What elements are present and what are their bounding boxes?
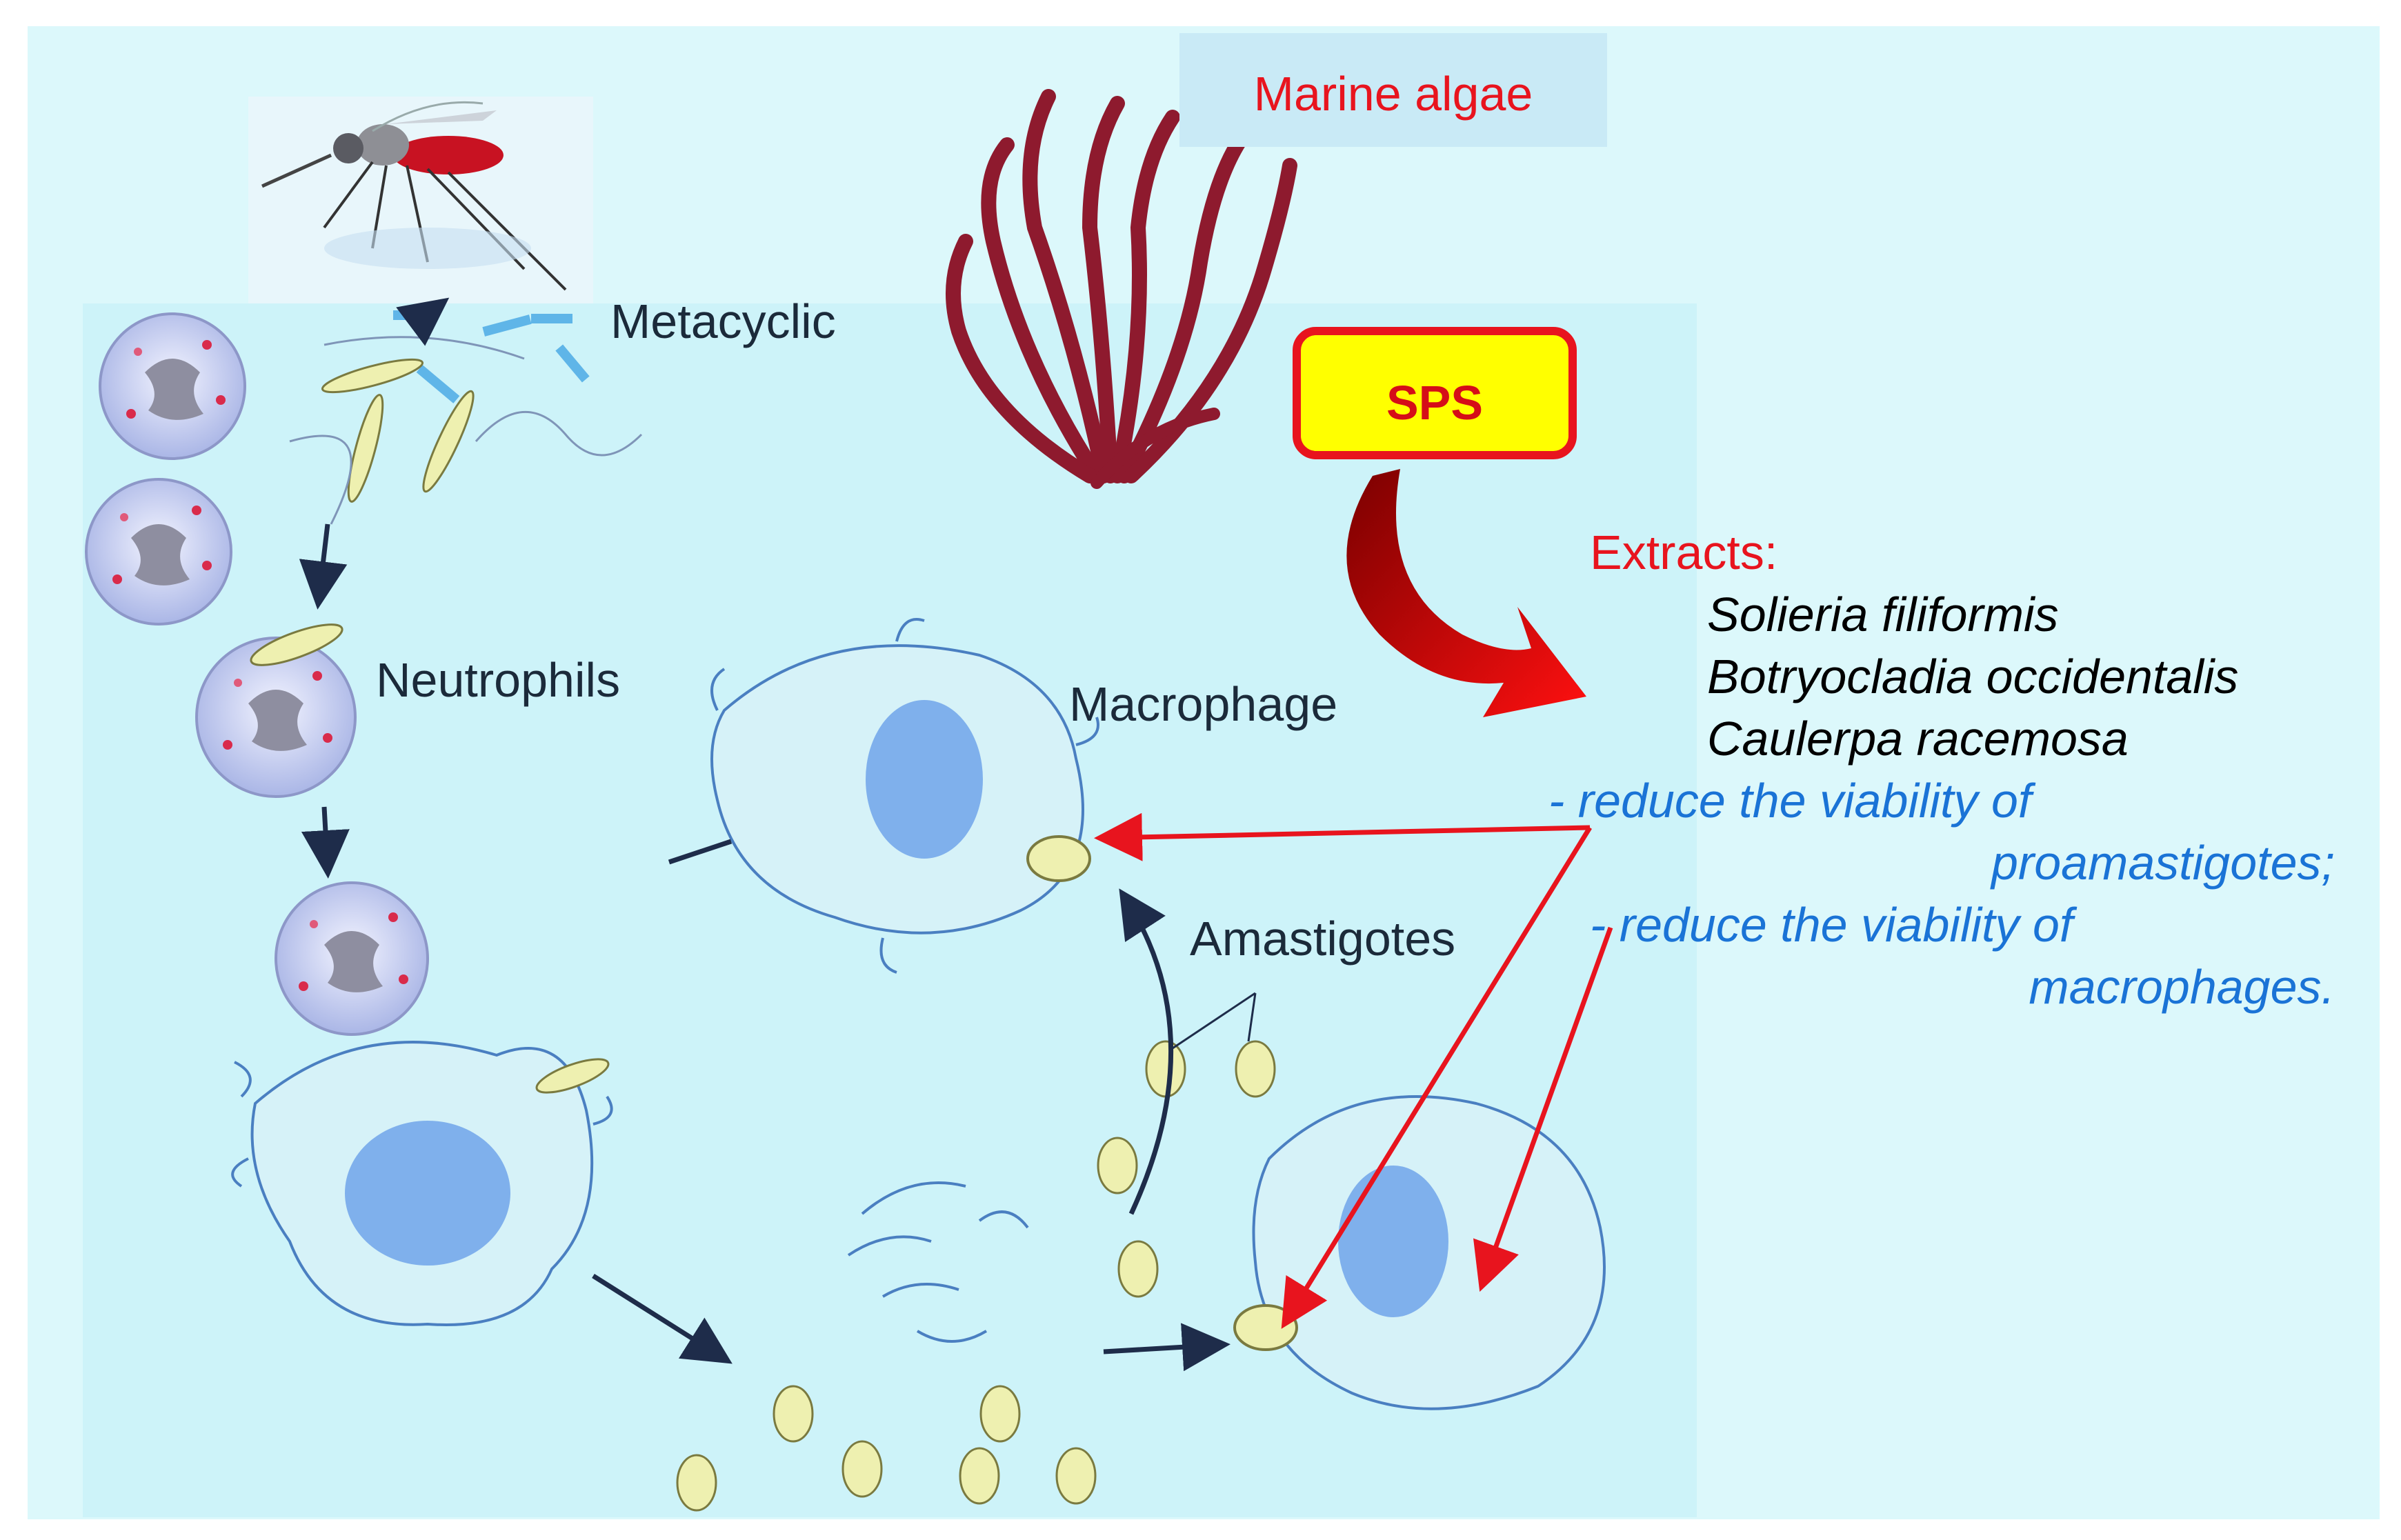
mosquito-illustration bbox=[248, 97, 593, 303]
marine-algae-label: Marine algae bbox=[1254, 67, 1533, 121]
effect-2-line-2: macrophages. bbox=[2029, 960, 2335, 1014]
inhibition-arrows bbox=[1094, 812, 1613, 1329]
neutrophil-3 bbox=[195, 623, 357, 798]
arrow-to-bottom-macrophage bbox=[1473, 926, 1613, 1292]
sps-to-extracts-arrow bbox=[1346, 469, 1586, 717]
metacyclic-label: Metacyclic bbox=[610, 294, 836, 348]
sps-box bbox=[1293, 327, 1577, 459]
seaweed-illustration bbox=[946, 89, 1297, 489]
macrophage-bottom-right bbox=[1233, 1095, 1606, 1410]
arrow-to-top-macrophage bbox=[1094, 812, 1591, 861]
extracts-heading: Extracts: bbox=[1590, 526, 1777, 579]
infected-macrophage bbox=[231, 1041, 613, 1326]
species-botryocladia: Botryocladia occidentalis bbox=[1707, 650, 2238, 703]
cycle-arrows bbox=[299, 297, 1257, 1372]
neutrophil-4 bbox=[275, 881, 429, 1036]
amastigotes-label: Amastigotes bbox=[1190, 912, 1455, 966]
neutrophil-2 bbox=[85, 478, 232, 626]
species-solieria: Solieria filiformis bbox=[1707, 588, 2059, 641]
neutrophil-1 bbox=[99, 312, 246, 460]
effect-1-line-2: proamastigotes; bbox=[1990, 836, 2335, 890]
sps-label: SPS bbox=[1386, 376, 1483, 430]
species-caulerpa: Caulerpa racemosa bbox=[1707, 712, 2129, 766]
arrow-to-bottom-amastigote bbox=[1281, 826, 1592, 1329]
neutrophils-label: Neutrophils bbox=[376, 653, 620, 707]
macrophage-top bbox=[710, 618, 1099, 974]
effect-2-line-1: - reduce the viability of bbox=[1590, 898, 2078, 952]
macrophage-label: Macrophage bbox=[1069, 677, 1337, 731]
effect-1-line-1: - reduce the viability of bbox=[1548, 774, 2036, 828]
marine-algae-label-box bbox=[1179, 33, 1607, 147]
